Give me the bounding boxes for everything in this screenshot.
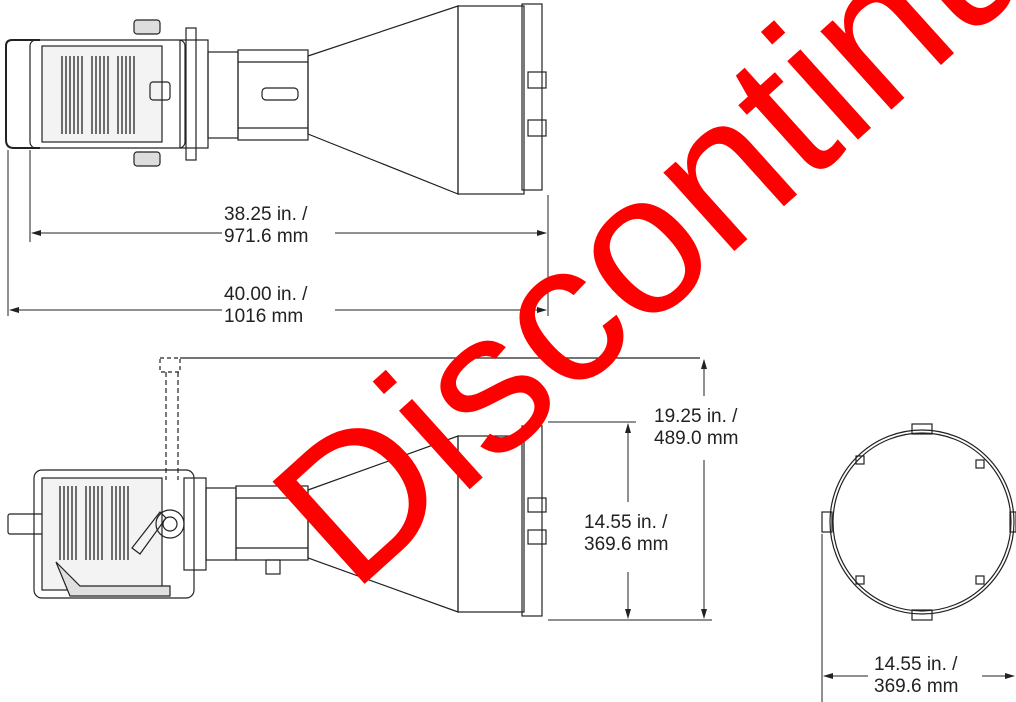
dim-top-inner-metric: 971.6 mm [224, 226, 309, 247]
dim-side-height-metric: 489.0 mm [654, 428, 739, 449]
dim-side-lens-label: 14.55 in. / 369.6 mm [582, 512, 671, 556]
dim-front-diameter-imperial: 14.55 in. / [874, 654, 958, 675]
dim-side-height-label: 19.25 in. / 489.0 mm [652, 406, 741, 450]
dim-side-height-imperial: 19.25 in. / [654, 406, 738, 427]
side-view [7, 357, 700, 617]
top-dimension-lines [7, 150, 549, 316]
dim-side-lens-imperial: 14.55 in. / [584, 512, 668, 533]
dim-top-inner-label: 38.25 in. / 971.6 mm [222, 204, 311, 248]
side-dimension-lines [548, 359, 712, 621]
top-view [5, 3, 547, 195]
dim-top-outer-imperial: 40.00 in. / [224, 284, 308, 305]
dim-front-diameter-label: 14.55 in. / 369.6 mm [872, 654, 961, 698]
dim-top-outer-label: 40.00 in. / 1016 mm [222, 284, 310, 328]
front-dimension-lines [821, 534, 1015, 702]
front-view [821, 423, 1016, 621]
dim-side-lens-metric: 369.6 mm [584, 534, 669, 555]
dim-top-inner-imperial: 38.25 in. / [224, 204, 308, 225]
dim-top-outer-metric: 1016 mm [224, 306, 304, 327]
dim-front-diameter-metric: 369.6 mm [874, 676, 959, 697]
